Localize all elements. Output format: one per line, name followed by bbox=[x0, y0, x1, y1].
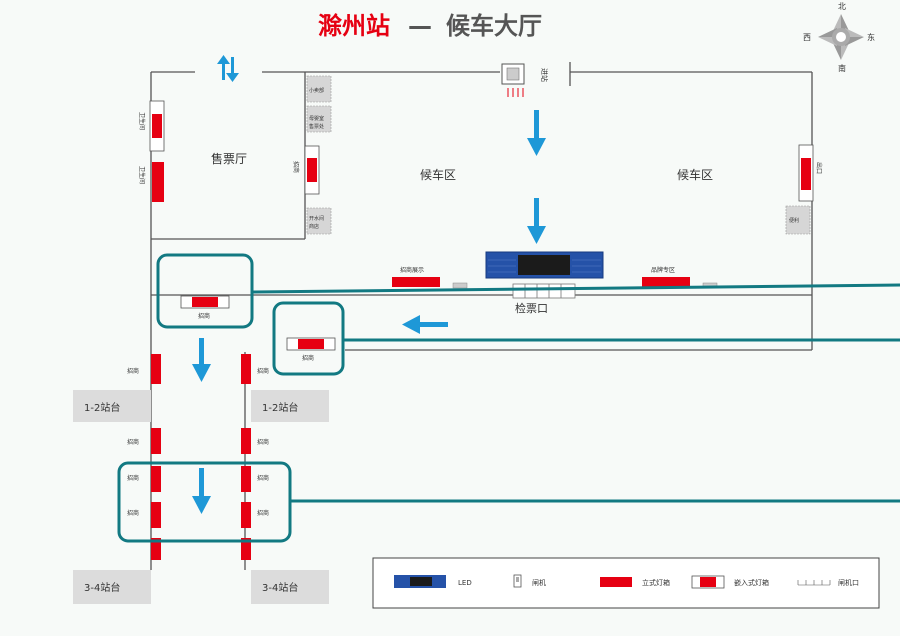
platform-1-2-right: 1-2站台 bbox=[262, 401, 298, 414]
gate-machine-icon bbox=[501, 63, 525, 97]
check-gate-label: 检票口 bbox=[515, 301, 548, 315]
corridor-label: 招商 bbox=[127, 367, 139, 375]
legend: LED 闸机 立式灯箱 嵌入式灯箱 闸机口 bbox=[372, 557, 880, 609]
legend-led-label: LED bbox=[458, 579, 472, 587]
embedded-lightboxes bbox=[180, 295, 336, 351]
title-station: 滁州站 bbox=[318, 12, 390, 40]
entrance-label: 进站 bbox=[540, 68, 549, 82]
legend-embedded-label: 嵌入式灯箱 bbox=[734, 578, 769, 587]
door-d-label: 商店 bbox=[309, 223, 319, 230]
corridor-label: 招商 bbox=[257, 474, 269, 482]
waiting-area-right-label: 候车区 bbox=[677, 167, 713, 182]
gate-left-label: 招商 bbox=[198, 312, 210, 320]
legend-gate-label: 闸机 bbox=[532, 578, 546, 587]
toilet-mid-label: 卫生间 bbox=[138, 166, 146, 184]
led-screen bbox=[485, 251, 604, 279]
door-gate-label: 招商 bbox=[292, 161, 300, 173]
compass-east: 东 bbox=[867, 32, 875, 42]
legend-standing-icon bbox=[600, 577, 632, 587]
compass-south: 南 bbox=[838, 63, 846, 73]
platform-3-4-left: 3-4站台 bbox=[84, 581, 120, 594]
door-e-label: 开水间 bbox=[309, 215, 324, 222]
exit-right-label: 出口 bbox=[815, 162, 823, 174]
title-dash: — bbox=[408, 12, 432, 40]
legend-led-icon bbox=[394, 575, 446, 588]
title-hall: 候车大厅 bbox=[446, 12, 542, 40]
legend-standing-label: 立式灯箱 bbox=[642, 578, 670, 587]
legend-ticket-gate-icon bbox=[797, 580, 831, 586]
door-f-label: 便利 bbox=[789, 217, 799, 224]
walls bbox=[150, 62, 813, 570]
legend-embedded-icon bbox=[691, 575, 725, 589]
corridor-labels: 招商 招商 招商 招商 招商 招商 招商 招商 bbox=[127, 367, 269, 517]
platform-3-4-right: 3-4站台 bbox=[262, 581, 298, 594]
platforms bbox=[73, 390, 329, 604]
legend-gate-icon bbox=[513, 574, 522, 588]
platform-1-2-left: 1-2站台 bbox=[84, 401, 120, 414]
wall-lightboxes bbox=[149, 100, 814, 202]
legend-ticket-gate-label: 闸机口 bbox=[838, 578, 859, 587]
waiting-area-left-label: 候车区 bbox=[420, 167, 456, 182]
compass-icon bbox=[818, 14, 864, 60]
toilet-left-label: 卫生间 bbox=[138, 112, 146, 130]
compass-west: 西 bbox=[803, 33, 811, 42]
highlight-callouts bbox=[117, 253, 900, 543]
flow-arrows bbox=[192, 55, 546, 514]
lightbox-mid-right-label: 品牌专区 bbox=[651, 266, 675, 274]
compass-north: 北 bbox=[838, 2, 846, 11]
arrow-left-icon bbox=[402, 315, 448, 334]
corridor-label: 招商 bbox=[127, 474, 139, 482]
arrow-down-icon bbox=[527, 198, 546, 244]
corridor-label: 招商 bbox=[257, 509, 269, 517]
ticket-hall-label: 售票厅 bbox=[211, 151, 247, 166]
arrow-down-icon bbox=[226, 57, 239, 82]
standing-lightboxes bbox=[392, 277, 718, 289]
arrow-down-icon bbox=[192, 338, 211, 382]
corridor-lightboxes bbox=[151, 354, 251, 560]
lightbox-mid-left-label: 招商展示 bbox=[400, 266, 424, 274]
arrow-down-icon bbox=[527, 110, 546, 156]
corridor-label: 招商 bbox=[257, 438, 269, 446]
corridor-label: 招商 bbox=[127, 438, 139, 446]
door-b-label: 母婴室 bbox=[309, 115, 324, 122]
side-rooms bbox=[306, 75, 811, 235]
arrow-up-icon bbox=[217, 55, 230, 80]
ticket-gates bbox=[512, 283, 576, 299]
arrow-down-icon bbox=[192, 468, 211, 514]
door-c-label: 售票处 bbox=[309, 123, 324, 130]
corridor-label: 招商 bbox=[127, 509, 139, 517]
corridor-label: 招商 bbox=[257, 367, 269, 375]
door-a-label: 小卖部 bbox=[309, 87, 324, 94]
gate-right-label: 招商 bbox=[302, 354, 314, 362]
